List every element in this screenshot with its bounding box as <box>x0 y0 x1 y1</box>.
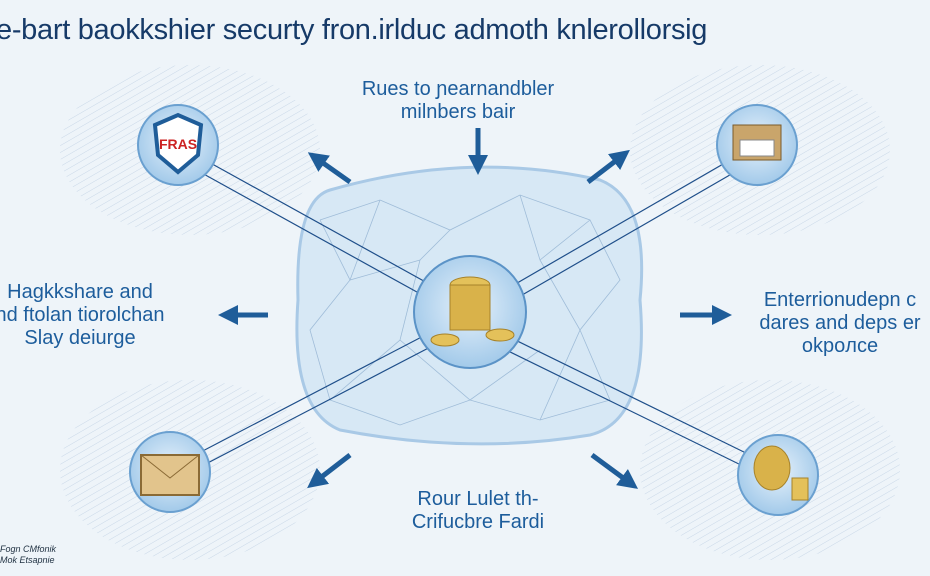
label-left-line: Hagkkshare and <box>7 281 153 303</box>
label-right: Enterrionudepn c dares and deps er okpoл… <box>740 289 930 358</box>
footer-note: Fogn CMfonik Mok Etsapnie <box>0 544 56 566</box>
envelope-node <box>129 431 211 513</box>
arrow-down-left <box>307 453 352 489</box>
arrows <box>218 128 732 489</box>
arrow-up-right <box>586 149 630 184</box>
footer-line: Mok Etsapnie <box>0 555 55 565</box>
shield-node <box>137 104 219 186</box>
label-right-line: Enterrionudepn c <box>763 289 917 311</box>
label-bottom: Rour Lulet th- Crifucbre Fardi <box>380 488 576 534</box>
gold-coin-node <box>737 434 819 516</box>
footer-line: Fogn CMfonik <box>0 544 57 554</box>
arrow-down-right <box>590 452 639 489</box>
label-right-line: dares and deps er <box>759 312 921 334</box>
document-tray-node <box>716 104 798 186</box>
label-top-line: Rues to ɲearnandbler <box>361 78 555 100</box>
label-left-line: Slay deiurge <box>24 327 136 349</box>
arrow-up-left <box>307 152 352 185</box>
label-left-line: nd ftolan tiorolchan <box>0 304 165 326</box>
label-top-line: milnbers bair <box>400 101 516 123</box>
label-bottom-line: Crifucbre Fardi <box>411 511 545 533</box>
shield-label: FRAS <box>158 136 198 152</box>
network-mesh <box>309 194 621 426</box>
center-coins-node <box>413 255 527 369</box>
label-top: Rues to ɲearnandbler milnbers bair <box>340 78 576 124</box>
connector-lines <box>194 159 751 468</box>
label-bottom-line: Rour Lulet th- <box>417 488 539 510</box>
label-left: Hagkkshare and nd ftolan tiorolchan Slay… <box>0 281 190 350</box>
label-right-line: okpoлce <box>801 335 879 357</box>
diagram-title: e-bart baokkshier securty fron.irlduc ad… <box>0 14 708 46</box>
